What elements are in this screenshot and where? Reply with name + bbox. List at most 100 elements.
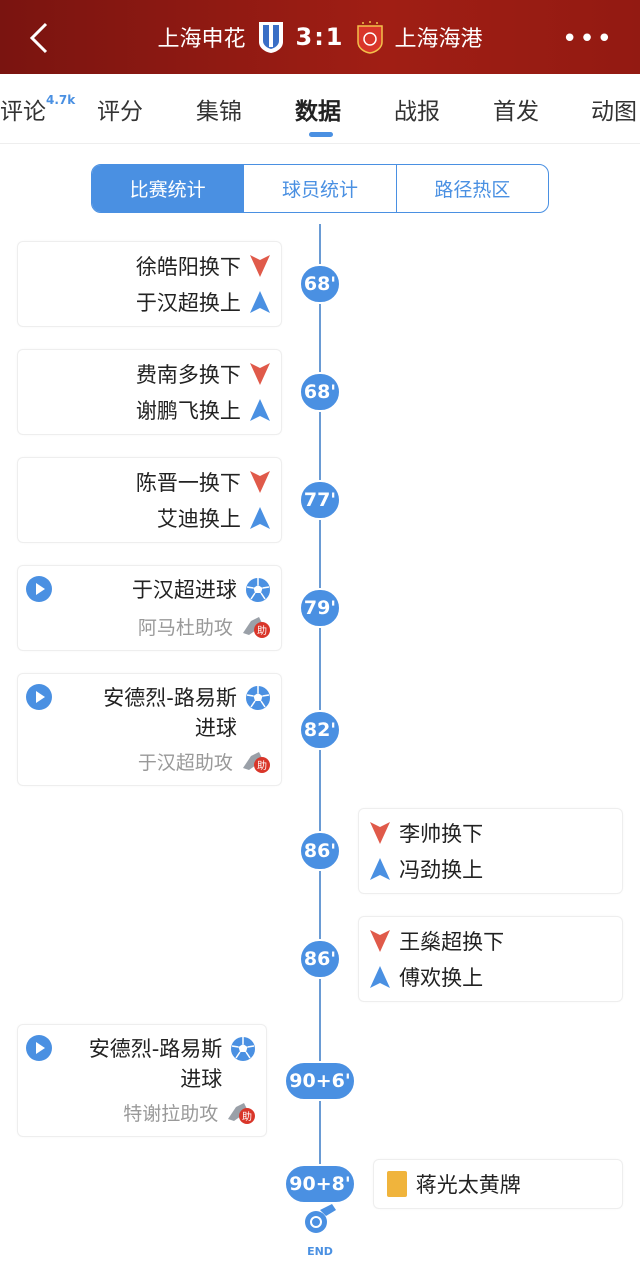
event-text: 艾迪换上: [156, 507, 241, 531]
goal-card[interactable]: 安德烈-路易斯进球特谢拉助攻助: [17, 1024, 268, 1137]
goal-title: 安德烈-路易斯进球: [103, 686, 237, 740]
play-video-button[interactable]: [26, 684, 52, 710]
sub-in-icon: [369, 857, 391, 881]
play-video-button[interactable]: [26, 576, 52, 602]
event-line: 李帅换下: [369, 815, 612, 851]
tab-report[interactable]: 战报: [394, 99, 440, 125]
tab-gifs[interactable]: 动图: [591, 99, 637, 125]
event-line: 陈晋一换下: [28, 464, 271, 500]
timeline-event: 90+8' 蒋光太黄牌: [0, 1159, 640, 1209]
substitution-card[interactable]: 徐皓阳换下于汉超换上: [17, 241, 282, 327]
goal-card[interactable]: 安德烈-路易斯进球于汉超助攻 助: [17, 673, 282, 786]
event-text: 特谢拉助攻: [123, 1102, 219, 1125]
minute-badge: 86': [298, 939, 342, 979]
left-column: 徐皓阳换下于汉超换上: [0, 241, 282, 327]
minute-badge: 68': [298, 264, 342, 304]
minute-badge: 77': [298, 480, 342, 520]
sub-out-icon: [369, 929, 391, 953]
timeline-event: 86' 王燊超换下傅欢换上: [0, 916, 640, 1002]
back-icon[interactable]: [22, 18, 58, 58]
sub-out-icon: [249, 470, 271, 494]
minute-badge: 90+6': [284, 1060, 356, 1101]
comment-count: 4.7k: [46, 93, 76, 108]
right-column: 王燊超换下傅欢换上: [358, 916, 640, 1002]
minute-badge: 90+8': [284, 1164, 356, 1204]
active-tab-indicator: [309, 132, 333, 137]
sub-in-icon: [249, 506, 271, 530]
event-text: 于汉超助攻: [137, 751, 233, 774]
event-line: 徐皓阳换下: [28, 248, 271, 284]
football-icon: [245, 572, 271, 608]
event-text: 谢鹏飞换上: [135, 399, 241, 423]
timeline-event: 费南多换下谢鹏飞换上 68': [0, 349, 640, 435]
substitution-card[interactable]: 李帅换下冯劲换上: [358, 808, 623, 894]
goal-title: 于汉超进球: [131, 578, 237, 602]
timeline-event: 徐皓阳换下于汉超换上 68': [0, 241, 640, 327]
event-text: 蒋光太黄牌: [415, 1173, 521, 1197]
timeline-event: 安德烈-路易斯进球于汉超助攻 助 82': [0, 673, 640, 786]
timeline-event: 86'李帅换下冯劲换上: [0, 808, 640, 894]
timeline-event: 陈晋一换下艾迪换上 77': [0, 457, 640, 543]
left-column: 安德烈-路易斯进球于汉超助攻 助: [0, 673, 282, 786]
goal-title: 安德烈-路易斯进球: [88, 1037, 223, 1091]
end-label: END: [307, 1245, 333, 1258]
minute-badge: 68': [298, 372, 342, 412]
more-icon[interactable]: •••: [561, 24, 614, 54]
event-line: 蒋光太黄牌: [386, 1163, 610, 1205]
sub-in-icon: [249, 290, 271, 314]
sub-in-icon: [369, 965, 391, 989]
segment-match-stats[interactable]: 比赛统计: [92, 165, 244, 212]
timeline-event: 于汉超进球阿马杜助攻助 79': [0, 565, 640, 651]
event-line: 傅欢换上: [369, 959, 612, 995]
event-text: 于汉超换上: [135, 291, 241, 315]
tab-stats[interactable]: 数据: [295, 99, 341, 125]
whistle-icon: [305, 1204, 336, 1233]
sub-out-icon: [249, 362, 271, 386]
sub-out-icon: [369, 821, 391, 845]
substitution-card[interactable]: 王燊超换下傅欢换上: [358, 916, 623, 1002]
event-line: 谢鹏飞换上: [28, 392, 271, 428]
play-video-button[interactable]: [26, 1035, 52, 1061]
event-line: 冯劲换上: [369, 851, 612, 887]
tab-lineup[interactable]: 首发: [493, 99, 539, 125]
event-line: 于汉超换上: [28, 284, 271, 320]
svg-text:助: 助: [257, 624, 267, 637]
tab-comments[interactable]: 评论4.7k: [0, 92, 75, 126]
assist-boot-icon: 助: [241, 613, 271, 639]
minute-badge: 82': [298, 709, 342, 750]
sub-out-icon: [249, 254, 271, 278]
event-line: 特谢拉助攻助: [28, 1094, 256, 1130]
event-text: 徐皓阳换下: [135, 255, 241, 279]
tab-ratings[interactable]: 评分: [97, 99, 143, 125]
tab-label: 评论: [0, 99, 46, 125]
stats-segmented-control: 比赛统计 球员统计 路径热区: [91, 164, 549, 213]
event-text: 费南多换下: [135, 363, 241, 387]
assist-boot-icon: 助: [226, 1099, 256, 1125]
substitution-card[interactable]: 陈晋一换下艾迪换上: [17, 457, 282, 543]
substitution-card[interactable]: 费南多换下谢鹏飞换上: [17, 349, 282, 435]
event-line: 王燊超换下: [369, 923, 612, 959]
event-text: 王燊超换下: [399, 930, 505, 954]
home-team-name: 上海申花: [157, 27, 246, 52]
goal-line: 安德烈-路易斯进球: [28, 680, 271, 743]
event-text: 陈晋一换下: [135, 471, 241, 495]
tab-bar: 评论4.7k 评分 集锦 数据 战报 首发 动图: [0, 74, 640, 144]
minute-badge: 79': [298, 588, 342, 628]
event-text: 傅欢换上: [399, 966, 484, 990]
yellow-card-event[interactable]: 蒋光太黄牌: [372, 1159, 623, 1209]
event-line: 阿马杜助攻助: [28, 608, 271, 644]
match-header: 上海申花 3:1 上海海港 •••: [0, 0, 640, 74]
right-column: 李帅换下冯劲换上: [358, 808, 640, 894]
football-icon: [245, 680, 271, 716]
svg-text:助: 助: [257, 759, 267, 772]
segment-heatmap[interactable]: 路径热区: [395, 165, 548, 212]
goal-line: 于汉超进球: [28, 572, 271, 608]
tab-highlights[interactable]: 集锦: [196, 99, 242, 125]
sub-in-icon: [249, 398, 271, 422]
left-column: 安德烈-路易斯进球特谢拉助攻助: [0, 1024, 268, 1137]
event-line: 费南多换下: [28, 356, 271, 392]
away-team-name: 上海海港: [394, 27, 483, 52]
segment-player-stats[interactable]: 球员统计: [243, 165, 395, 212]
event-timeline: 徐皓阳换下于汉超换上 68' 费南多换下谢鹏飞换上 68' 陈晋一换下艾迪换上 77' 于汉…: [0, 224, 640, 1231]
goal-card[interactable]: 于汉超进球阿马杜助攻助: [17, 565, 282, 651]
